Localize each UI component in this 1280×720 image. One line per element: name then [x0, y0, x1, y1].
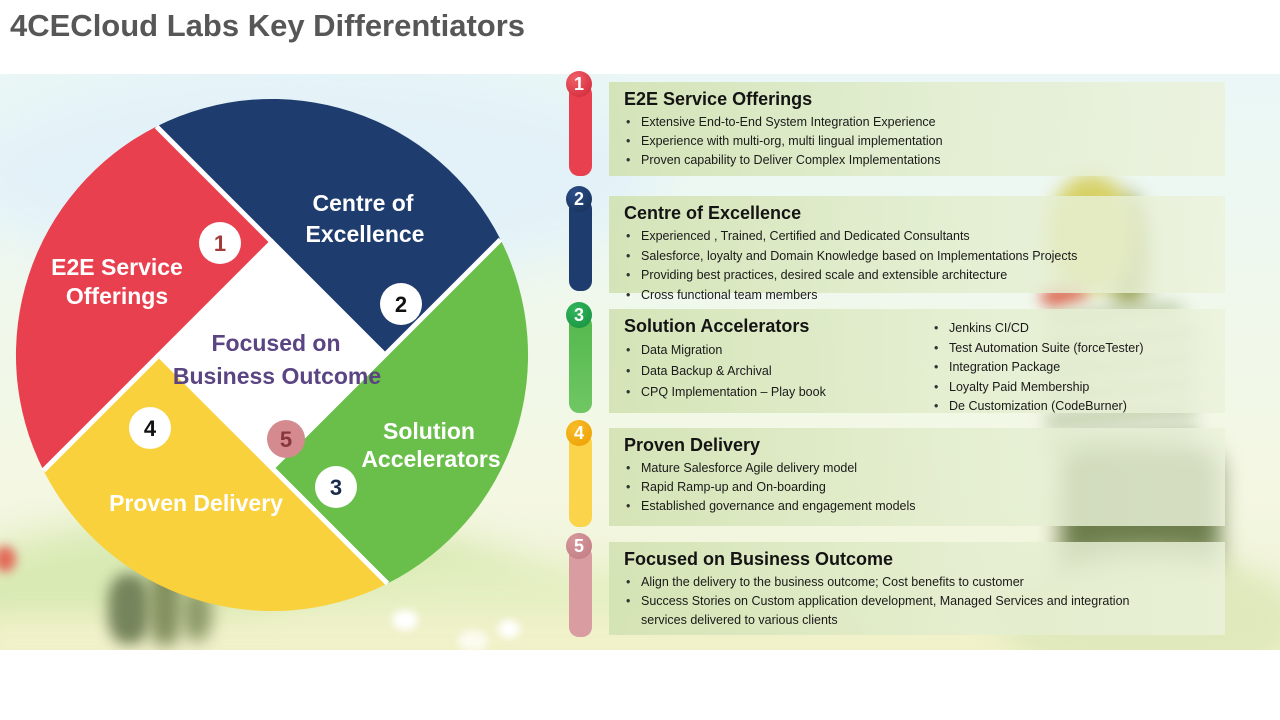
wheel-badge-1: 1 [199, 222, 241, 264]
bullet-item: De Customization (CodeBurner) [932, 397, 1211, 417]
section-3-bullet-list-left: Data Migration Data Backup & Archival CP… [624, 340, 932, 403]
label-center-line1: Focused on [211, 330, 340, 356]
section-1-title: E2E Service Offerings [624, 89, 813, 109]
label-e2e-service-line2: Offerings [66, 283, 168, 309]
section-2-number-badge: 2 [566, 186, 592, 212]
section-1-card: E2E Service Offerings Extensive End-to-E… [609, 82, 1225, 176]
wheel-segment-e2e-service-offerings [15, 126, 272, 471]
bullet-item: Providing best practices, desired scale … [624, 266, 1211, 286]
bullet-item: Experienced , Trained, Certified and Ded… [624, 227, 1211, 247]
background-tree-blob [108, 574, 150, 644]
bullet-item: Data Migration [624, 340, 932, 361]
label-centre-excellence-line1: Centre of [313, 190, 414, 216]
section-1-rail-bar [569, 84, 592, 176]
section-1-number-badge: 1 [566, 71, 592, 97]
wheel-badge-4: 4 [129, 407, 171, 449]
label-proven-delivery: Proven Delivery [109, 490, 283, 516]
section-3-title: Solution Accelerators [624, 316, 810, 336]
section-1-bullet-list: Extensive End-to-End System Integration … [624, 113, 1211, 170]
section-4-number-badge: 4 [566, 420, 592, 446]
bullet-item: Test Automation Suite (forceTester) [932, 339, 1211, 359]
section-3-rail-bar [569, 315, 592, 413]
svg-text:2: 2 [395, 292, 407, 317]
svg-text:5: 5 [280, 427, 292, 452]
wheel-divider-lines [41, 124, 503, 586]
bullet-item: Rapid Ramp-up and On-boarding [624, 478, 1211, 497]
wheel-badge-2: 2 [380, 283, 422, 325]
background-flower-blob [392, 610, 418, 630]
bullet-item: Salesforce, loyalty and Domain Knowledge… [624, 247, 1211, 267]
section-5-title: Focused on Business Outcome [624, 549, 894, 569]
svg-text:4: 4 [144, 416, 157, 441]
section-4-rail-bar [569, 433, 592, 527]
section-3-number-badge: 3 [566, 302, 592, 328]
wheel-badge-5: 5 [267, 420, 305, 458]
background-flower-blob [458, 630, 488, 650]
section-2-title: Centre of Excellence [624, 203, 802, 223]
bullet-item: Established governance and engagement mo… [624, 497, 1211, 516]
bullet-item: Data Backup & Archival [624, 361, 932, 382]
section-3-bullet-list-right: Jenkins CI/CD Test Automation Suite (for… [932, 319, 1211, 417]
section-3-card: Solution Accelerators Data Migration Dat… [609, 309, 1225, 416]
section-4-title: Proven Delivery [624, 435, 761, 455]
svg-text:3: 3 [330, 475, 342, 500]
label-centre-excellence-line2: Excellence [306, 221, 425, 247]
bullet-item: CPQ Implementation – Play book [624, 382, 932, 403]
bullet-item: Proven capability to Deliver Complex Imp… [624, 151, 1211, 170]
bullet-item: Loyalty Paid Membership [932, 378, 1211, 398]
svg-text:1: 1 [214, 231, 226, 256]
section-5-number-badge: 5 [566, 533, 592, 559]
wheel-badge-3: 3 [315, 466, 357, 508]
bullet-item: Mature Salesforce Agile delivery model [624, 459, 1211, 478]
label-solution-accelerators-line2: Accelerators [361, 446, 500, 472]
background-flower-red-blob [0, 546, 16, 572]
label-center-line2: Business Outcome [173, 363, 381, 389]
wheel-center-diamond [155, 238, 389, 472]
bullet-item: Extensive End-to-End System Integration … [624, 113, 1211, 132]
bullet-item: Success Stories on Custom application de… [624, 592, 1164, 630]
bullet-item: Cross functional team members [624, 286, 1211, 306]
bullet-item: Integration Package [932, 358, 1211, 378]
section-4-bullet-list: Mature Salesforce Agile delivery model R… [624, 459, 1211, 516]
section-2-rail-bar [569, 199, 592, 291]
section-5-bullet-list: Align the delivery to the business outco… [624, 573, 1211, 630]
bullet-item: Align the delivery to the business outco… [624, 573, 1164, 592]
background-flower-blob [498, 620, 520, 638]
bullet-item: Jenkins CI/CD [932, 319, 1211, 339]
key-differentiators-wheel: E2E Service Offerings Centre of Excellen… [15, 98, 529, 612]
label-solution-accelerators-line1: Solution [383, 418, 475, 444]
section-5-card: Focused on Business Outcome Align the de… [609, 542, 1225, 635]
section-2-card: Centre of Excellence Experienced , Train… [609, 196, 1225, 305]
slide-title: 4CECloud Labs Key Differentiators [10, 8, 526, 43]
section-5-rail-bar [569, 546, 592, 637]
label-e2e-service-line1: E2E Service [51, 254, 183, 280]
bullet-item: Experience with multi-org, multi lingual… [624, 132, 1211, 151]
wheel-segment-proven-delivery [43, 355, 388, 612]
section-4-card: Proven Delivery Mature Salesforce Agile … [609, 428, 1225, 526]
section-2-bullet-list: Experienced , Trained, Certified and Ded… [624, 227, 1211, 305]
